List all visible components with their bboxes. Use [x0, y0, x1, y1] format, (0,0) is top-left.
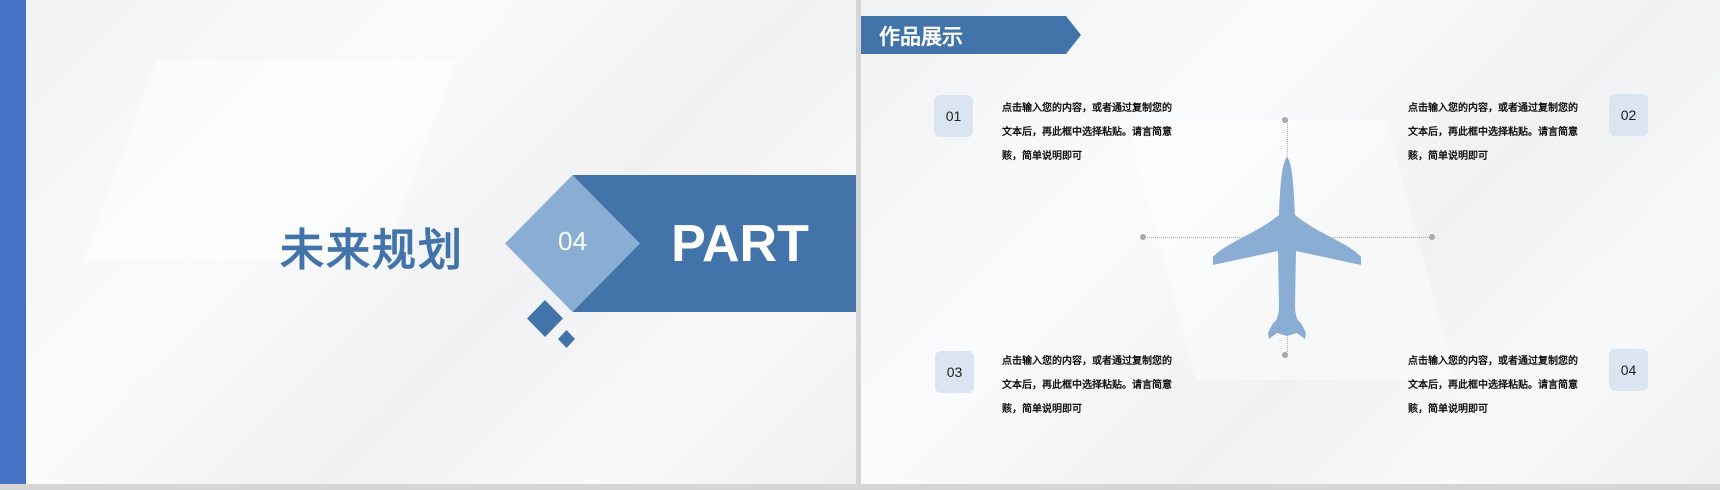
section-title: 未来规划	[280, 225, 464, 276]
badge-03: 03	[935, 351, 974, 393]
item-text-03: 点击输入您的内容，或者通过复制您的文本后，再此框中选择粘贴。请言简意赅，简单说明…	[1002, 356, 1172, 415]
decor-diamond-large	[527, 300, 563, 337]
item-text-04: 点击输入您的内容，或者通过复制您的文本后，再此框中选择粘贴。请言简意赅，简单说明…	[1408, 356, 1578, 415]
dot-top	[1282, 117, 1288, 123]
part-label: PART	[671, 215, 809, 273]
header-banner: 作品展示	[861, 16, 1081, 54]
slide-thumbnail-2[interactable]: 作品展示 01 点击输入您的内容，或者通过复制您的文本后，再此框中选择粘贴。请言…	[861, 0, 1720, 484]
dot-right	[1429, 234, 1435, 240]
dot-left	[1140, 234, 1146, 240]
slide-thumbnail-1[interactable]: 未来规划 04 PART	[0, 0, 856, 484]
item-text-01: 点击输入您的内容，或者通过复制您的文本后，再此框中选择粘贴。请言简意赅，简单说明…	[1002, 103, 1172, 162]
airplane-icon	[1213, 157, 1361, 339]
badge-01: 01	[934, 95, 973, 137]
header-title: 作品展示	[879, 25, 963, 49]
item-text-02: 点击输入您的内容，或者通过复制您的文本后，再此框中选择粘贴。请言简意赅，简单说明…	[1408, 103, 1578, 162]
sidebar-accent-bar	[0, 0, 26, 484]
badge-04: 04	[1609, 349, 1648, 391]
section-number: 04	[558, 226, 587, 256]
badge-02: 02	[1609, 94, 1648, 136]
decor-diamond-small	[558, 330, 575, 348]
dot-bottom	[1282, 352, 1288, 358]
